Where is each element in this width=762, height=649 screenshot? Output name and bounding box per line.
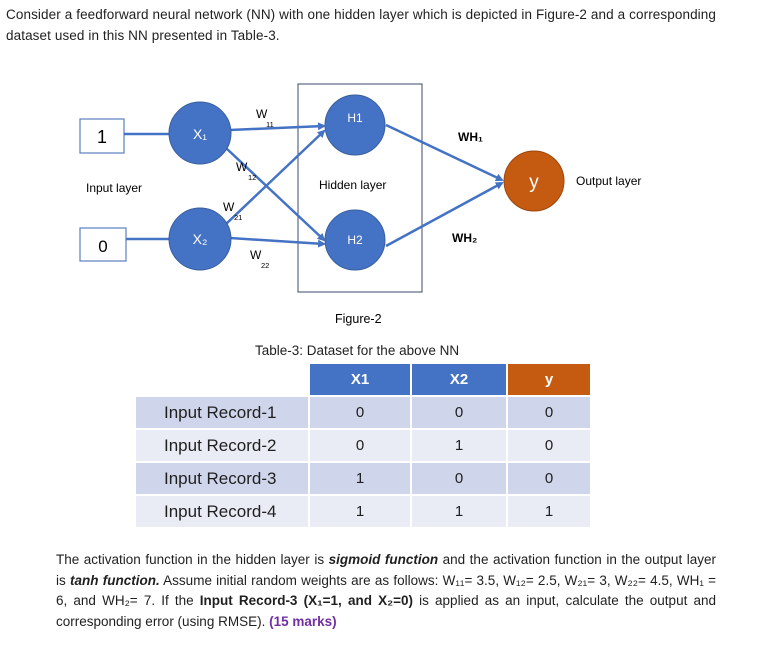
weight-wh2-label: WH₂ xyxy=(452,231,477,245)
node-h1-label: H1 xyxy=(347,111,363,125)
table-header-blank xyxy=(134,362,310,397)
node-h2-label: H2 xyxy=(347,233,363,247)
table-row: Input Record-1 0 0 0 xyxy=(134,395,592,430)
weight-w11-sub: 11 xyxy=(266,120,274,129)
edge-w12 xyxy=(225,147,326,242)
dataset-table: X1 X2 y Input Record-1 0 0 0 Input Recor… xyxy=(134,362,592,529)
output-layer-label: Output layer xyxy=(576,174,641,188)
node-x2-label: X₂ xyxy=(193,231,208,247)
question-text-4: is applied as an input, calculate the ou… xyxy=(56,593,716,629)
weight-w21-label: W xyxy=(223,200,235,214)
edge-wh2 xyxy=(385,181,504,248)
node-y-label: y xyxy=(529,172,539,193)
hidden-activation: sigmoid function xyxy=(328,552,439,567)
node-x1-label: X₁ xyxy=(193,126,207,142)
cell-y: 0 xyxy=(506,461,592,496)
node-x2 xyxy=(168,207,232,271)
figure-caption: Figure-2 xyxy=(335,312,382,326)
cell-x1: 0 xyxy=(308,395,412,430)
question-text-1: The activation function in the hidden la… xyxy=(56,552,329,567)
table-row: Input Record-4 1 1 1 xyxy=(134,494,592,529)
intro-text: Consider a feedforward neural network (N… xyxy=(6,7,716,43)
row-label: Input Record-2 xyxy=(134,428,310,463)
table-header-x2: X2 xyxy=(410,362,508,397)
edge-w11 xyxy=(229,122,326,132)
question-paragraph: The activation function in the hidden la… xyxy=(56,550,716,632)
table-header-y: y xyxy=(506,362,592,397)
row-label: Input Record-1 xyxy=(134,395,310,430)
input-value-1: 1 xyxy=(97,127,107,147)
row-label: Input Record-4 xyxy=(134,494,310,529)
table-caption: Table-3: Dataset for the above NN xyxy=(255,343,460,358)
cell-x2: 1 xyxy=(410,494,508,529)
table-row: Input Record-2 0 1 0 xyxy=(134,428,592,463)
cell-x1: 1 xyxy=(308,461,412,496)
node-h2 xyxy=(324,209,386,271)
input-value-2: 0 xyxy=(98,237,107,256)
output-activation: tanh function. xyxy=(69,572,160,588)
table-header-x1: X1 xyxy=(308,362,412,397)
weight-w11-label: W xyxy=(256,107,268,121)
question-text-2: and the activation function in the outpu… xyxy=(56,552,716,588)
cell-x1: 0 xyxy=(308,428,412,463)
node-x1 xyxy=(168,101,232,165)
node-y xyxy=(503,150,565,212)
edge-w21 xyxy=(225,129,326,225)
input-box-2 xyxy=(79,227,127,262)
weight-w22-label: W xyxy=(250,248,262,262)
weight-w12-sub: 12 xyxy=(248,173,256,182)
cell-y: 0 xyxy=(506,395,592,430)
input-record-highlight: Input Record-3 (X₁=1, and X₂=0) xyxy=(199,593,413,608)
marks-label: (15 marks) xyxy=(269,613,337,629)
node-h1 xyxy=(324,94,386,156)
cell-y: 1 xyxy=(506,494,592,529)
figure-2-diagram: 1 0 X₁ X₂ H1 H2 y W 11 W 12 W 21 W 22 WH… xyxy=(79,83,641,326)
input-box-1 xyxy=(79,118,125,154)
hidden-layer-box xyxy=(297,83,423,293)
cell-x2: 1 xyxy=(410,428,508,463)
input-layer-label: Input layer xyxy=(86,181,142,195)
cell-x1: 1 xyxy=(308,494,412,529)
weight-w21-sub: 21 xyxy=(234,213,242,222)
hidden-layer-label: Hidden layer xyxy=(319,178,386,192)
weight-w12-label: W xyxy=(236,160,248,174)
edge-w22 xyxy=(229,236,326,248)
table-row: Input Record-3 1 0 0 xyxy=(134,461,592,496)
question-text-3: Assume initial random weights are as fol… xyxy=(56,572,717,609)
cell-x2: 0 xyxy=(410,461,508,496)
edge-wh1 xyxy=(385,123,504,182)
table-header-row: X1 X2 y xyxy=(134,362,592,397)
weight-wh1-label: WH₁ xyxy=(458,130,483,144)
cell-y: 0 xyxy=(506,428,592,463)
row-label: Input Record-3 xyxy=(134,461,310,496)
weight-w22-sub: 22 xyxy=(261,261,269,270)
cell-x2: 0 xyxy=(410,395,508,430)
